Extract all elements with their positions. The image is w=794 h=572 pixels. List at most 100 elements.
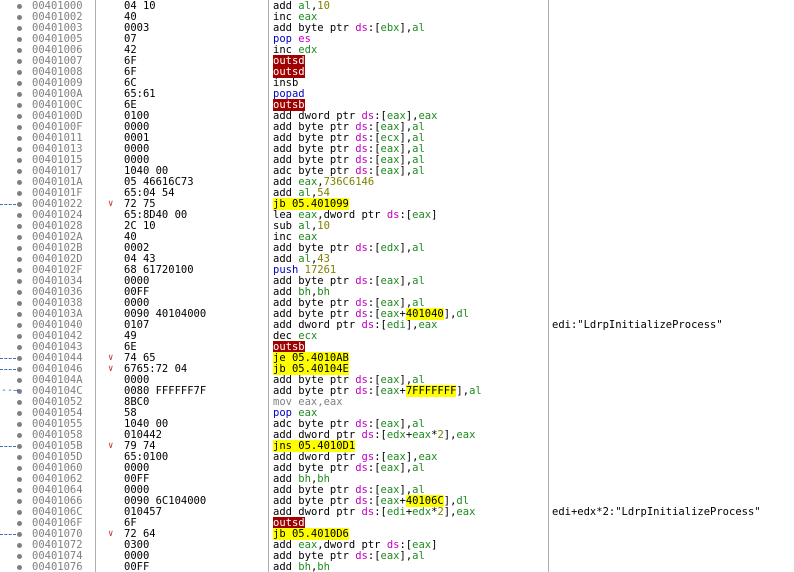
address[interactable]: 0040105D xyxy=(32,452,94,463)
address[interactable]: 00401034 xyxy=(32,276,94,287)
breakpoint-dot-icon[interactable] xyxy=(17,202,22,207)
breakpoint-dot-icon[interactable] xyxy=(17,389,22,394)
breakpoint-dot-icon[interactable] xyxy=(17,246,22,251)
breakpoint-gutter[interactable] xyxy=(0,551,28,562)
breakpoint-gutter[interactable] xyxy=(0,375,28,386)
address[interactable]: 0040104C xyxy=(32,386,94,397)
breakpoint-dot-icon[interactable] xyxy=(17,81,22,86)
breakpoint-gutter[interactable] xyxy=(0,452,28,463)
address[interactable]: 00401009 xyxy=(32,78,94,89)
address[interactable]: 00401024 xyxy=(32,210,94,221)
address[interactable]: 00401046 xyxy=(32,364,94,375)
breakpoint-gutter[interactable] xyxy=(0,78,28,89)
address[interactable]: 00401043 xyxy=(32,342,94,353)
address[interactable]: 00401072 xyxy=(32,540,94,551)
address[interactable]: 00401000 xyxy=(32,1,94,12)
breakpoint-dot-icon[interactable] xyxy=(17,367,22,372)
address[interactable]: 00401038 xyxy=(32,298,94,309)
breakpoint-gutter[interactable] xyxy=(0,353,28,364)
breakpoint-dot-icon[interactable] xyxy=(17,114,22,119)
address[interactable]: 00401008 xyxy=(32,67,94,78)
address[interactable]: 0040102F xyxy=(32,265,94,276)
breakpoint-gutter[interactable] xyxy=(0,474,28,485)
address[interactable]: 00401022 xyxy=(32,199,94,210)
address[interactable]: 0040106C xyxy=(32,507,94,518)
address[interactable]: 00401017 xyxy=(32,166,94,177)
breakpoint-gutter[interactable] xyxy=(0,397,28,408)
breakpoint-gutter[interactable] xyxy=(0,1,28,12)
breakpoint-dot-icon[interactable] xyxy=(17,15,22,20)
breakpoint-gutter[interactable] xyxy=(0,331,28,342)
address[interactable]: 00401011 xyxy=(32,133,94,144)
address[interactable]: 0040106F xyxy=(32,518,94,529)
breakpoint-dot-icon[interactable] xyxy=(17,158,22,163)
breakpoint-dot-icon[interactable] xyxy=(17,455,22,460)
breakpoint-gutter[interactable] xyxy=(0,485,28,496)
breakpoint-dot-icon[interactable] xyxy=(17,37,22,42)
address[interactable]: 00401054 xyxy=(32,408,94,419)
breakpoint-dot-icon[interactable] xyxy=(17,356,22,361)
address[interactable]: 0040102A xyxy=(32,232,94,243)
address[interactable]: 00401055 xyxy=(32,419,94,430)
breakpoint-gutter[interactable] xyxy=(0,298,28,309)
breakpoint-dot-icon[interactable] xyxy=(17,235,22,240)
address[interactable]: 00401044 xyxy=(32,353,94,364)
breakpoint-gutter[interactable] xyxy=(0,210,28,221)
address[interactable]: 00401015 xyxy=(32,155,94,166)
breakpoint-dot-icon[interactable] xyxy=(17,444,22,449)
breakpoint-dot-icon[interactable] xyxy=(17,422,22,427)
breakpoint-gutter[interactable] xyxy=(0,232,28,243)
breakpoint-gutter[interactable] xyxy=(0,166,28,177)
address[interactable]: 0040101F xyxy=(32,188,94,199)
breakpoint-gutter[interactable] xyxy=(0,540,28,551)
breakpoint-dot-icon[interactable] xyxy=(17,180,22,185)
breakpoint-gutter[interactable] xyxy=(0,144,28,155)
breakpoint-dot-icon[interactable] xyxy=(17,103,22,108)
breakpoint-dot-icon[interactable] xyxy=(17,378,22,383)
breakpoint-gutter[interactable] xyxy=(0,518,28,529)
breakpoint-dot-icon[interactable] xyxy=(17,70,22,75)
breakpoint-dot-icon[interactable] xyxy=(17,411,22,416)
address[interactable]: 0040103A xyxy=(32,309,94,320)
breakpoint-dot-icon[interactable] xyxy=(17,400,22,405)
address[interactable]: 0040100D xyxy=(32,111,94,122)
breakpoint-dot-icon[interactable] xyxy=(17,213,22,218)
address[interactable]: 00401002 xyxy=(32,12,94,23)
breakpoint-dot-icon[interactable] xyxy=(17,477,22,482)
breakpoint-dot-icon[interactable] xyxy=(17,323,22,328)
breakpoint-gutter[interactable] xyxy=(0,430,28,441)
breakpoint-gutter[interactable] xyxy=(0,441,28,452)
breakpoint-dot-icon[interactable] xyxy=(17,92,22,97)
address[interactable]: 00401005 xyxy=(32,34,94,45)
